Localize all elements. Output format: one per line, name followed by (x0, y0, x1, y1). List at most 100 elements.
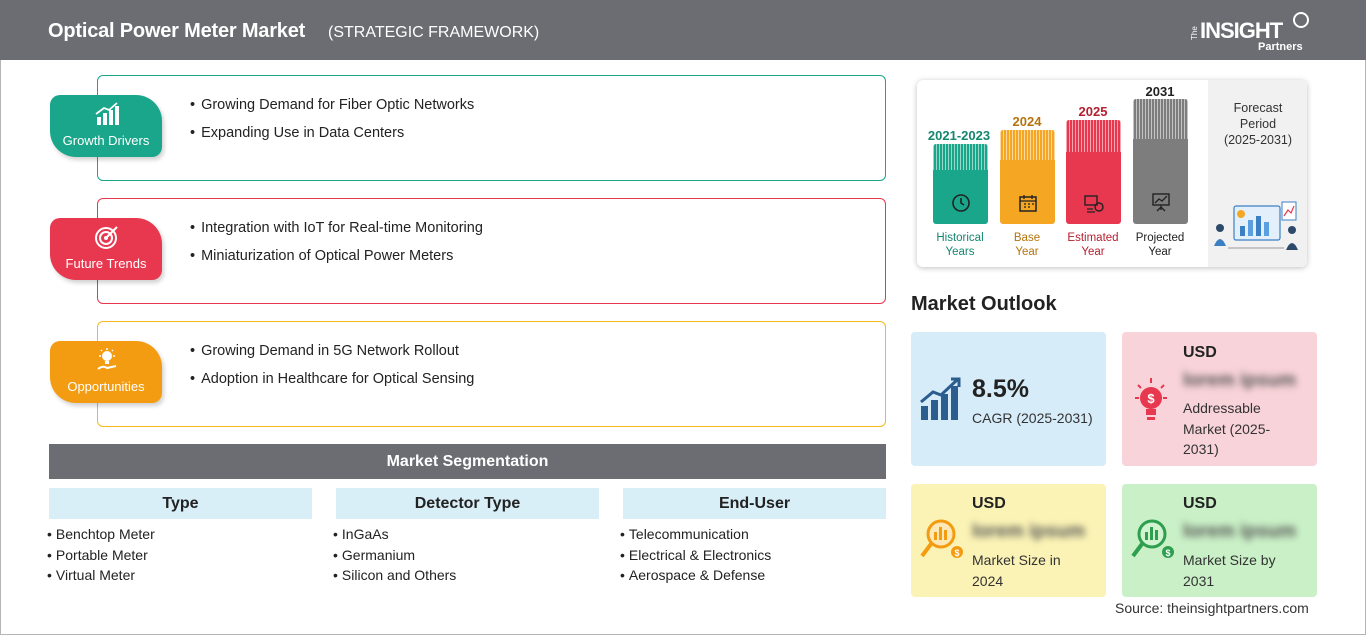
segment-heading-type: Type (49, 488, 312, 519)
opportunities-list: Growing Demand in 5G Network Rollout Ado… (190, 342, 474, 398)
bar-base (1000, 130, 1055, 224)
svg-text:$: $ (954, 548, 959, 558)
logo-the: The (1190, 26, 1199, 40)
source-link[interactable]: Source: theinsightpartners.com (1115, 600, 1309, 616)
year-label-projected: 2031 (1145, 84, 1175, 99)
list-item: Benchtop Meter (47, 526, 155, 547)
forecast-period-text: Forecast Period (2025-2031) (1212, 100, 1304, 148)
logo-ring-icon (1293, 12, 1309, 28)
desc-line: Market Size in (972, 552, 1061, 568)
desc-line: 2031 (1183, 572, 1215, 589)
presentation-icon (1152, 193, 1170, 212)
list-item: Germanium (333, 547, 456, 568)
list-item: Electrical & Electronics (620, 547, 771, 568)
addressable-label: Addressable Market (2025- 2031) (1183, 398, 1270, 460)
bar-label-line: Projected (1135, 232, 1185, 244)
list-item: Growing Demand in 5G Network Rollout (190, 342, 474, 370)
history-icon (952, 194, 970, 212)
addressable-market-card: $ USD lorem ipsum Addressable Market (20… (1122, 332, 1317, 466)
size-2031-label: Market Size by 2031 (1183, 550, 1276, 591)
opportunities-box: Growing Demand in 5G Network Rollout Ado… (97, 321, 886, 427)
growth-chart-icon (95, 102, 119, 125)
bar-projected (1133, 99, 1188, 224)
market-outlook-title: Market Outlook (911, 293, 1057, 315)
desc-line: Market (2025- (1183, 420, 1271, 437)
market-size-2024-card: $ USD lorem ipsum Market Size in 2024 (911, 484, 1106, 597)
segment-heading-detector-type: Detector Type (336, 488, 599, 519)
bar-label-historical: Historical Years (925, 231, 995, 259)
bar-historical (933, 144, 988, 224)
bar-estimated (1066, 120, 1121, 224)
lightbulb-hand-icon (97, 348, 117, 370)
insight-partners-logo[interactable]: The INSIGHT Partners (1190, 10, 1320, 54)
cagr-card: 8.5% CAGR (2025-2031) (911, 332, 1106, 466)
size-2024-label: Market Size in 2024 (972, 550, 1061, 591)
desc-line: Addressable (1183, 400, 1261, 416)
header-bar: Optical Power Meter Market (STRATEGIC FR… (0, 0, 1366, 60)
forecast-line: Forecast (1233, 101, 1283, 115)
estimate-icon (1084, 195, 1104, 213)
size-2024-value: lorem ipsum (972, 521, 1085, 542)
year-label-historical: 2021-2023 (927, 128, 991, 143)
list-item: Adoption in Healthcare for Optical Sensi… (190, 370, 474, 398)
list-item: Aerospace & Defense (620, 567, 771, 588)
list-item: Integration with IoT for Real-time Monit… (190, 219, 483, 247)
desc-line: 2024 (972, 572, 1004, 589)
bar-label-estimated: Estimated Year (1058, 231, 1128, 259)
list-item: Growing Demand for Fiber Optic Networks (190, 96, 474, 124)
list-item: Expanding Use in Data Centers (190, 124, 474, 152)
growth-chart-icon (920, 377, 961, 420)
svg-text:$: $ (1147, 391, 1155, 406)
future-trends-label: Future Trends (65, 256, 147, 271)
bar-label-projected: Projected Year (1125, 231, 1195, 259)
segment-list-type: Benchtop Meter Portable Meter Virtual Me… (47, 526, 155, 588)
list-item: Telecommunication (620, 526, 771, 547)
page-subtitle: (STRATEGIC FRAMEWORK) (328, 24, 540, 41)
bar-label-line: Year (1015, 246, 1039, 258)
magnifier-chart-icon: $ (1131, 519, 1174, 558)
cagr-label: CAGR (2025-2031) (972, 410, 1093, 426)
list-item: Miniaturization of Optical Power Meters (190, 247, 483, 275)
growth-drivers-badge: Growth Drivers (50, 95, 162, 157)
market-segmentation-bar: Market Segmentation (49, 444, 886, 479)
addressable-currency: USD (1183, 344, 1217, 361)
opportunities-label: Opportunities (67, 379, 145, 394)
list-item: Portable Meter (47, 547, 155, 568)
year-label-base: 2024 (1012, 114, 1042, 129)
page-title: Optical Power Meter Market (48, 20, 306, 42)
bar-label-line: Historical (936, 232, 984, 244)
addressable-value: lorem ipsum (1183, 370, 1296, 391)
segment-heading-end-user: End-User (623, 488, 886, 519)
market-size-2031-card: $ USD lorem ipsum Market Size by 2031 (1122, 484, 1317, 597)
size-2031-currency: USD (1183, 495, 1217, 512)
cagr-value: 8.5% (972, 375, 1029, 403)
calendar-icon (1019, 195, 1037, 212)
size-2031-value: lorem ipsum (1183, 521, 1296, 542)
bar-label-line: Year (1148, 246, 1172, 258)
forecast-line: Period (1239, 117, 1277, 131)
bar-label-base: Base Year (992, 231, 1062, 259)
forecast-line: (2025-2031) (1223, 133, 1293, 147)
growth-drivers-label: Growth Drivers (62, 133, 150, 148)
desc-line: 2031) (1183, 441, 1219, 457)
growth-drivers-list: Growing Demand for Fiber Optic Networks … (190, 96, 474, 152)
growth-drivers-box: Growing Demand for Fiber Optic Networks … (97, 75, 886, 181)
bar-label-line: Base (1013, 232, 1041, 244)
logo-partners: Partners (1258, 41, 1303, 53)
logo-insight: INSIGHT (1200, 18, 1283, 43)
bar-label-line: Year (1081, 246, 1105, 258)
segment-list-detector-type: InGaAs Germanium Silicon and Others (333, 526, 456, 588)
opportunities-badge: Opportunities (50, 341, 162, 403)
year-label-estimated: 2025 (1078, 104, 1108, 119)
svg-text:$: $ (1165, 548, 1170, 558)
target-icon (95, 226, 118, 249)
future-trends-badge: Future Trends (50, 218, 162, 280)
magnifier-dollar-icon: $ (920, 519, 963, 558)
analytics-people-icon (1214, 201, 1298, 250)
list-item: Virtual Meter (47, 567, 155, 588)
bar-label-line: Years (945, 246, 975, 258)
segment-list-end-user: Telecommunication Electrical & Electroni… (620, 526, 771, 588)
list-item: InGaAs (333, 526, 456, 547)
future-trends-list: Integration with IoT for Real-time Monit… (190, 219, 483, 275)
bar-label-line: Estimated (1067, 232, 1119, 244)
